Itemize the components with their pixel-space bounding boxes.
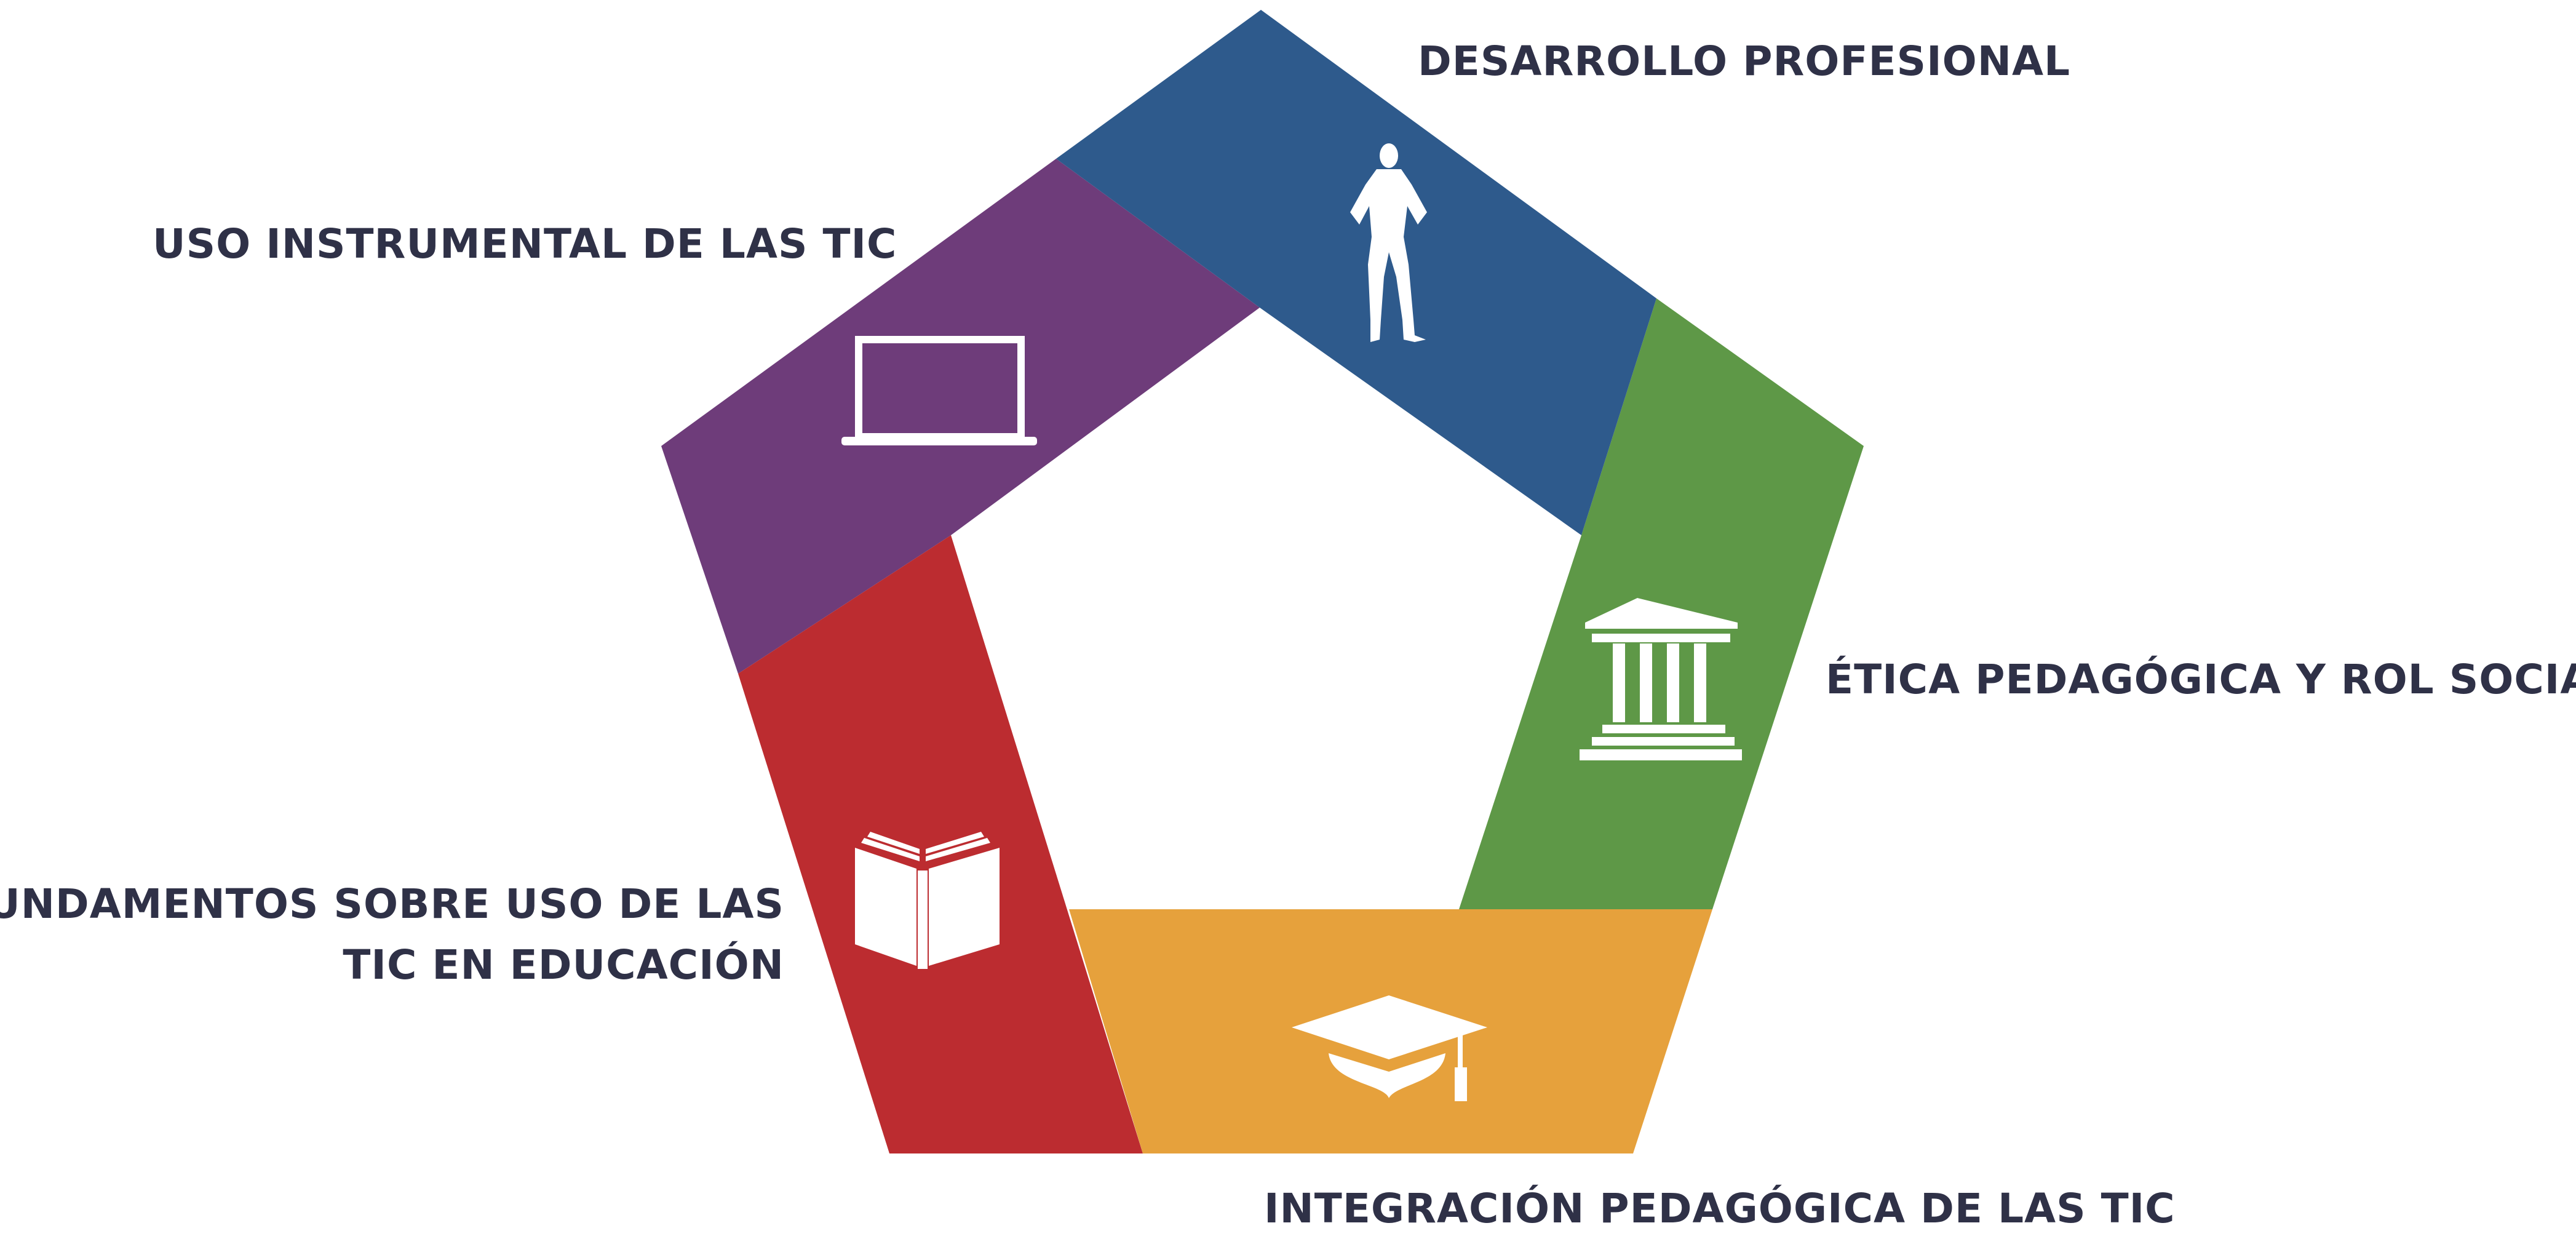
open-book-icon: [855, 832, 1000, 969]
label-fundamentos-line2: TIC EN EDUCACIÓN: [343, 941, 784, 989]
graduation-cap-icon: [1292, 995, 1487, 1101]
label-fundamentos: FUNDAMENTOS SOBRE USO DE LAS TIC EN EDUC…: [0, 874, 784, 995]
segment-uso-instrumental: [661, 159, 1260, 674]
label-fundamentos-line1: FUNDAMENTOS SOBRE USO DE LAS: [0, 880, 784, 928]
laptop-icon: [841, 336, 1037, 445]
segment-desarrollo: [1056, 10, 1656, 535]
segment-etica: [1459, 298, 1864, 909]
columns-building-icon: [1580, 598, 1742, 760]
label-desarrollo-profesional: DESARROLLO PROFESIONAL: [1418, 38, 2071, 85]
segment-fundamentos: [738, 535, 1143, 1153]
label-uso-instrumental: USO INSTRUMENTAL DE LAS TIC: [153, 220, 897, 268]
person-silhouette-icon: [1350, 143, 1427, 342]
label-etica-pedagogica: ÉTICA PEDAGÓGICA Y ROL SOCIAL: [1826, 656, 2576, 703]
label-integracion-pedagogica: INTEGRACIÓN PEDAGÓGICA DE LAS TIC: [1264, 1185, 2176, 1232]
